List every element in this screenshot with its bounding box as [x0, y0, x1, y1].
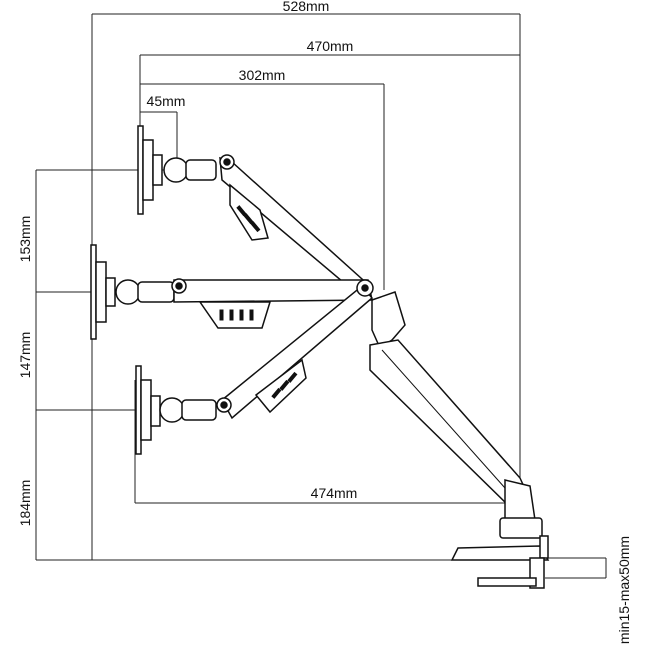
label-reach-lower: 474mm: [311, 485, 358, 501]
arm-pole-top: [504, 479, 536, 521]
tilt-joints: [115, 157, 217, 423]
vesa-plate-lower: [135, 365, 161, 455]
arm-upper-position: [219, 156, 374, 300]
clamp-body: [539, 535, 549, 559]
label-height-upper: 153mm: [17, 216, 33, 263]
tilt-joint-lower: [159, 397, 185, 423]
arm-middle-spring-cover: [198, 301, 272, 329]
label-reach-middle: 302mm: [239, 67, 286, 83]
label-reach-upper: 470mm: [307, 38, 354, 54]
vesa-plate-middle: [90, 244, 116, 340]
arm-lower-position: [221, 284, 374, 420]
tilt-joint-middle: [115, 279, 141, 305]
label-height-lower: 147mm: [17, 332, 33, 379]
tilt-joint-upper: [163, 157, 189, 183]
vesa-plate-upper: [137, 125, 163, 215]
elbow-housing: [371, 291, 406, 350]
clamp-foot: [477, 577, 537, 587]
base-plate: [450, 545, 550, 561]
main-arm-base: [369, 291, 550, 589]
label-height-base: 184mm: [17, 480, 33, 527]
pivot-joints: [171, 154, 374, 413]
arm-upper-spring-cover: [229, 183, 269, 241]
vent-slots: [219, 205, 298, 399]
label-desk-thickness: min15-max50mm: [616, 536, 632, 644]
dimension-labels: 528mm 470mm 302mm 45mm 474mm 153mm 147mm…: [17, 0, 632, 644]
label-total-width: 528mm: [283, 0, 330, 14]
clamp-head: [499, 517, 543, 539]
vesa-plates: [90, 125, 163, 455]
arm-middle-position: [173, 279, 373, 303]
label-mount-offset: 45mm: [147, 93, 186, 109]
articulating-arms: [173, 156, 374, 420]
